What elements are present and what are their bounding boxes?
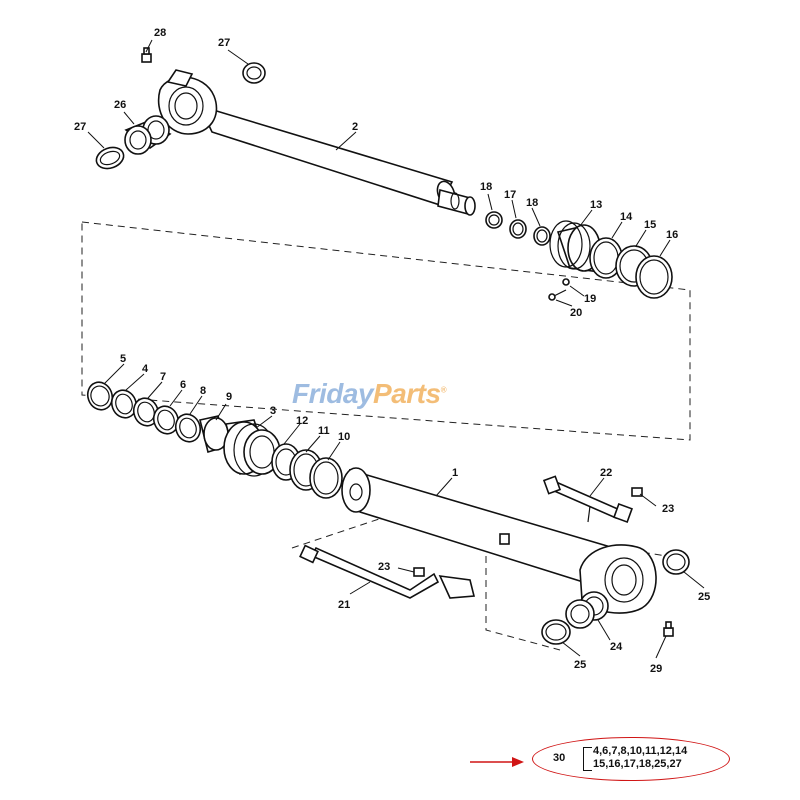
tube-lower — [299, 544, 476, 599]
barrel-seal-upper — [662, 549, 690, 575]
callout-6: 6 — [180, 379, 186, 391]
callout-25-right: 25 — [698, 591, 710, 603]
callout-3: 3 — [270, 405, 276, 417]
callout-12: 12 — [296, 415, 308, 427]
callout-5: 5 — [120, 353, 126, 365]
callout-7: 7 — [160, 371, 166, 383]
callout-19: 19 — [584, 293, 596, 305]
callout-28: 28 — [154, 27, 166, 39]
seal-kit-line-2: 15,16,17,18,25,27 — [593, 758, 682, 770]
gland-group — [86, 381, 343, 499]
callout-11: 11 — [318, 425, 330, 437]
callout-22: 22 — [600, 467, 612, 479]
seal-kit-callout: 30 4,6,7,8,10,11,12,14 15,16,17,18,25,27 — [532, 737, 730, 781]
callout-27-left: 27 — [74, 121, 86, 133]
callout-4: 4 — [142, 363, 149, 375]
callout-14: 14 — [620, 211, 633, 223]
seal-kit-number: 30 — [553, 752, 566, 764]
grease-fitting-bottom — [663, 621, 674, 637]
callout-15: 15 — [644, 219, 656, 231]
piston-group — [485, 211, 673, 301]
callout-1: 1 — [452, 467, 458, 479]
eye-bushing — [124, 115, 172, 155]
callout-2: 2 — [352, 121, 358, 133]
callout-17: 17 — [504, 189, 516, 201]
callout-23-left: 23 — [378, 561, 390, 573]
watermark-mark: ® — [440, 385, 447, 395]
callout-25-left: 25 — [574, 659, 586, 671]
callout-23-right: 23 — [662, 503, 674, 515]
barrel-seal-lower — [541, 619, 571, 645]
tube-upper — [542, 475, 633, 523]
callout-20: 20 — [570, 307, 582, 319]
callout-26: 26 — [114, 99, 126, 111]
seal-kit-bracket — [583, 747, 592, 771]
seal-kit-line-1: 4,6,7,8,10,11,12,14 — [593, 745, 688, 757]
watermark-part2: Parts — [373, 378, 441, 409]
seal-kit-contents: 4,6,7,8,10,11,12,14 15,16,17,18,25,27 — [593, 745, 687, 771]
fitting-23 — [631, 487, 643, 497]
callout-16: 16 — [666, 229, 678, 241]
barrel-bushing — [565, 591, 609, 629]
callout-9: 9 — [226, 391, 232, 403]
callout-18-b: 18 — [526, 197, 538, 209]
watermark-logo: FridayParts® — [292, 378, 512, 418]
cylinder-barrel — [341, 467, 657, 614]
piston-rod — [198, 104, 476, 216]
callout-8: 8 — [200, 385, 206, 397]
callout-10: 10 — [338, 431, 350, 443]
callout-29: 29 — [650, 663, 662, 675]
callout-24: 24 — [610, 641, 623, 653]
callout-18-a: 18 — [480, 181, 492, 193]
callout-labels: 28 27 26 27 2 18 17 18 13 14 15 16 19 20… — [74, 27, 710, 675]
watermark-part1: Friday — [292, 378, 374, 409]
eye-seal-right — [242, 62, 266, 84]
leader-lines — [87, 39, 705, 659]
red-arrow — [470, 757, 524, 767]
callout-27-top: 27 — [218, 37, 230, 49]
callout-13: 13 — [590, 199, 602, 211]
callout-21: 21 — [338, 599, 350, 611]
eye-seal-left — [95, 146, 125, 170]
